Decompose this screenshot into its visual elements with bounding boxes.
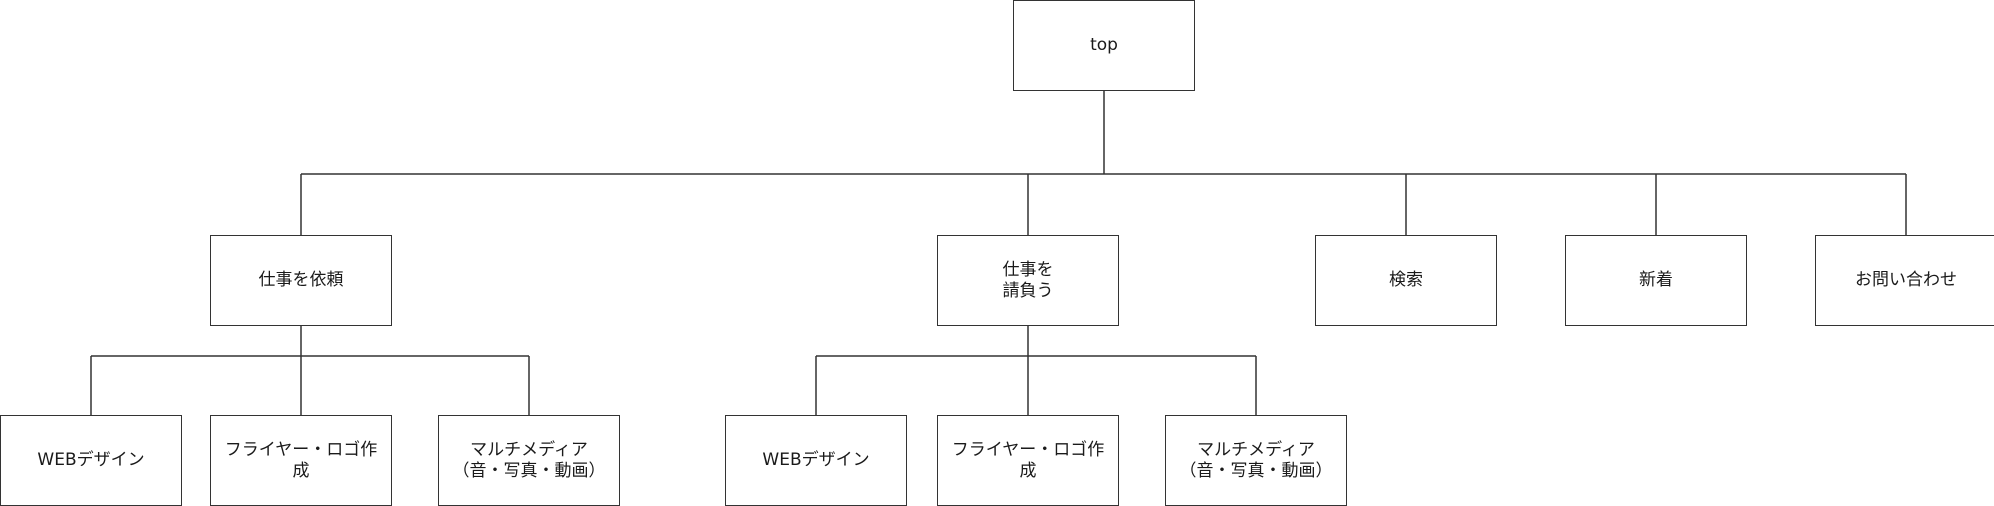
node-top: top bbox=[1013, 0, 1195, 91]
node-ukeou-web-design: WEBデザイン bbox=[725, 415, 907, 506]
node-ukeou-flyer-logo: フライヤー・ロゴ作 成 bbox=[937, 415, 1119, 506]
node-irai-flyer-logo: フライヤー・ロゴ作 成 bbox=[210, 415, 392, 506]
node-kensaku: 検索 bbox=[1315, 235, 1497, 326]
node-otoiawase: お問い合わせ bbox=[1815, 235, 1994, 326]
node-shigoto-wo-irai: 仕事を依頼 bbox=[210, 235, 392, 326]
node-shigoto-wo-ukeou: 仕事を 請負う bbox=[937, 235, 1119, 326]
node-irai-multimedia: マルチメディア （音・写真・動画） bbox=[438, 415, 620, 506]
node-shinchaku: 新着 bbox=[1565, 235, 1747, 326]
node-irai-web-design: WEBデザイン bbox=[0, 415, 182, 506]
node-ukeou-multimedia: マルチメディア （音・写真・動画） bbox=[1165, 415, 1347, 506]
